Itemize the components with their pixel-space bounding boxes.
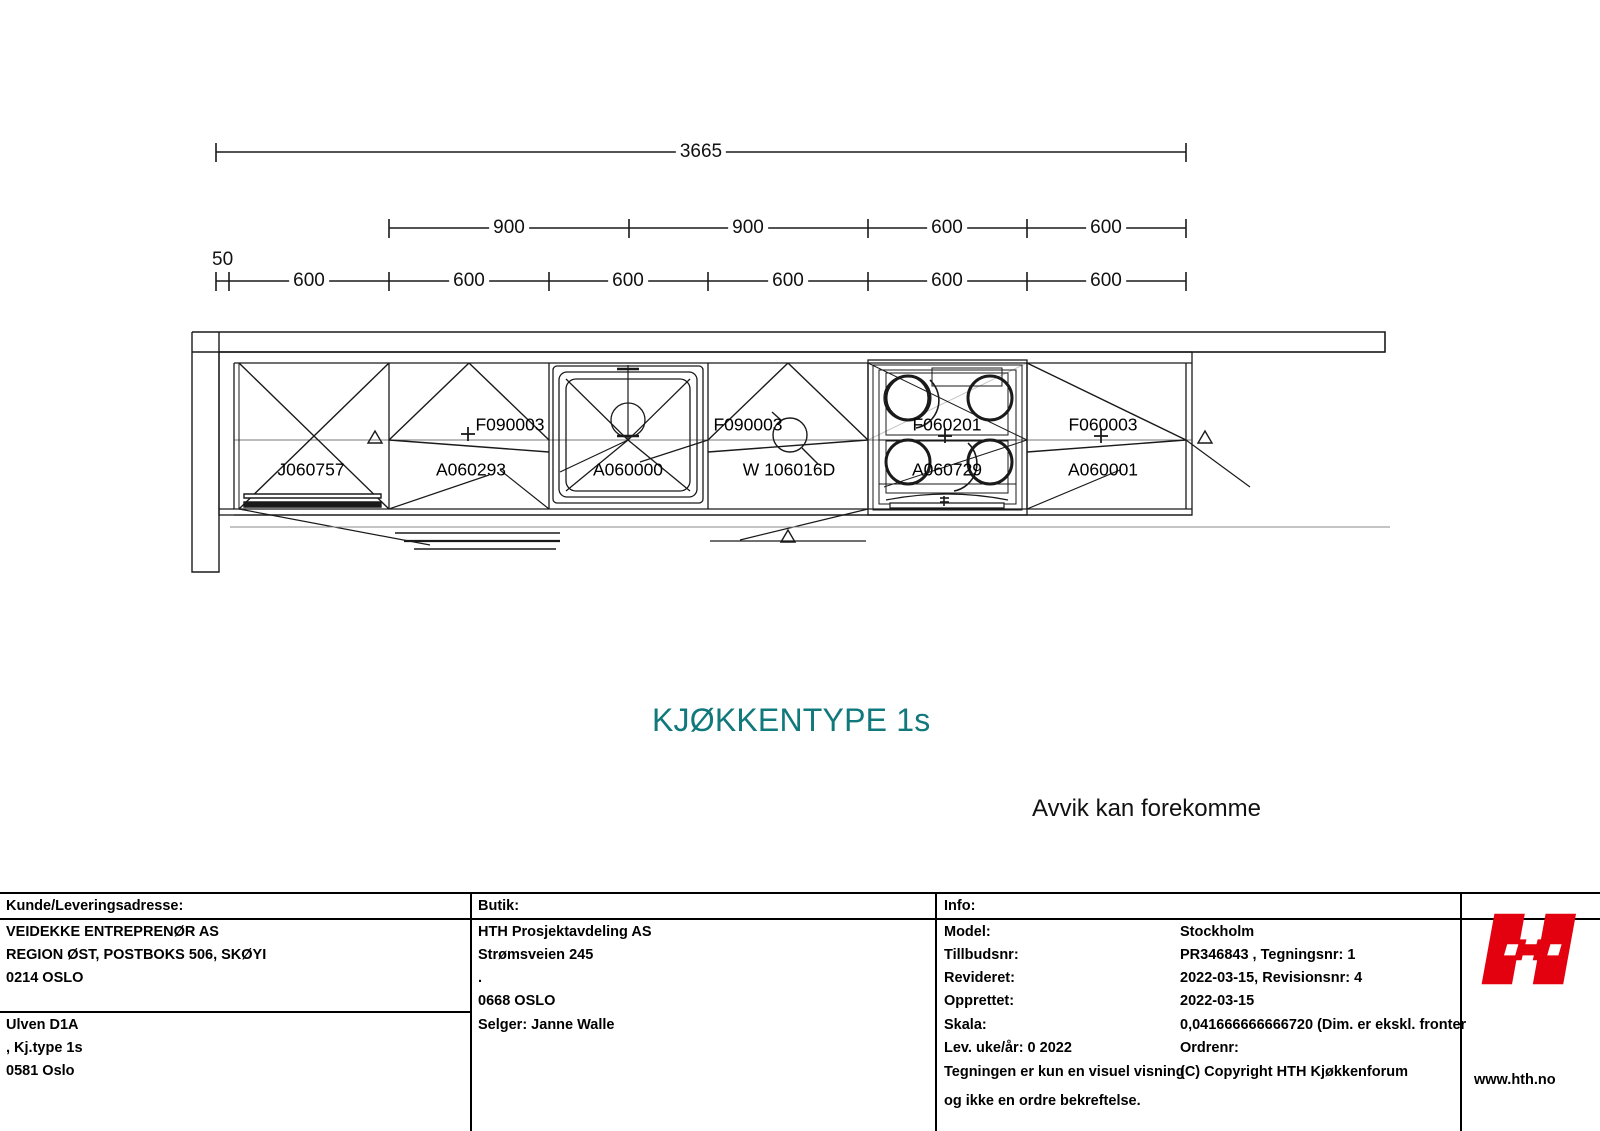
unit-a060293-symbol — [388, 362, 550, 453]
page-title: KJØKKENTYPE 1s — [652, 702, 931, 738]
info-value-4: 0,041666666666720 (Dim. er ekskl. fronte… — [1180, 1017, 1467, 1033]
customer-line-0: VEIDEKKE ENTREPRENØR AS — [6, 924, 219, 940]
part-label-front-4: F060201 — [912, 414, 982, 435]
info-label-3: Opprettet: — [944, 993, 1015, 1009]
info-label-6: Tegningen er kun en visuel visning — [944, 1064, 1185, 1080]
rule-header — [0, 918, 1460, 920]
divider-customer-shop — [470, 894, 472, 1131]
shop-seller: Selger: Janne Walle — [478, 1017, 615, 1033]
delivery-line-1: , Kj.type 1s — [6, 1040, 83, 1056]
customer-line-2: 0214 OSLO — [6, 970, 84, 986]
dim-label-lower-4: 600 — [927, 270, 967, 292]
unit-a060000-sink — [552, 365, 704, 504]
customer-line-1: REGION ØST, POSTBOKS 506, SKØYI — [6, 947, 267, 963]
info-label-2: Revideret: — [944, 970, 1015, 986]
leader-lines — [238, 439, 1251, 546]
shop-line-0: HTH Prosjektavdeling AS — [478, 924, 652, 940]
info-value-0: Stockholm — [1180, 924, 1255, 940]
info-value-1: PR346843 , Tegningsnr: 1 — [1180, 947, 1356, 963]
cabinet-run-body — [218, 351, 1193, 516]
disclaimer-note: Avvik kan forekomme — [1032, 795, 1261, 822]
logo-column: www.hth.no — [1462, 894, 1600, 1131]
shop-header: Butik: — [478, 898, 520, 914]
info-label-7: og ikke en ordre bekreftelse. — [944, 1093, 1141, 1109]
info-label-5: Lev. uke/år: 0 2022 — [944, 1040, 1072, 1056]
info-header: Info: — [944, 898, 976, 914]
part-label-body-3: W 106016D — [742, 459, 836, 480]
info-label-4: Skala: — [944, 1017, 987, 1033]
datum-triangles — [366, 429, 1214, 543]
dim-label-lower-2: 600 — [608, 270, 648, 292]
dim-label-upper-2: 600 — [927, 217, 967, 239]
dim-label-upper-0: 900 — [489, 217, 529, 239]
part-label-body-0: J060757 — [277, 459, 345, 480]
shop-line-3: 0668 OSLO — [478, 993, 556, 1009]
dim-label-total: 3665 — [675, 141, 727, 163]
info-value-6: (C) Copyright HTH Kjøkkenforum — [1180, 1064, 1408, 1080]
dim-label-lower-3: 600 — [768, 270, 808, 292]
info-value-2: 2022-03-15, Revisionsnr: 4 — [1180, 970, 1363, 986]
website-label: www.hth.no — [1474, 1072, 1556, 1088]
dim-label-lower-0: 600 — [289, 270, 329, 292]
info-value-3: 2022-03-15 — [1180, 993, 1255, 1009]
rule-logo-top — [1460, 918, 1600, 920]
dim-label-lower-5: 600 — [1086, 270, 1126, 292]
shop-line-1: Strømsveien 245 — [478, 947, 594, 963]
info-label-1: Tillbudsnr: — [944, 947, 1019, 963]
part-label-front-1: F090003 — [475, 414, 545, 435]
part-label-front-3: F090003 — [713, 414, 783, 435]
part-label-body-5: A060001 — [1067, 459, 1139, 480]
kitchen-elevation-drawing: 3665 900 900 600 600 50 600 600 600 600 … — [191, 141, 1390, 822]
dim-row-lower — [215, 272, 1187, 291]
title-block: Kunde/Leveringsadresse: VEIDEKKE ENTREPR… — [0, 892, 1600, 1131]
dim-label-upper-3: 600 — [1086, 217, 1126, 239]
elevation-svg — [191, 143, 1390, 573]
part-label-body-4: A060729 — [911, 459, 983, 480]
dim-label-50: 50 — [212, 249, 234, 270]
dim-label-upper-1: 900 — [728, 217, 768, 239]
unit-a060729-hob-oven — [867, 359, 1028, 516]
unit-w106016d-symbol — [707, 362, 869, 465]
floor-lines — [230, 526, 1390, 550]
part-label-front-5: F060003 — [1068, 414, 1138, 435]
part-label-body-1: A060293 — [435, 459, 507, 480]
hth-logo-icon — [1481, 913, 1576, 985]
part-label-body-2: A060000 — [592, 459, 664, 480]
front-plus-markers — [461, 427, 1108, 443]
rule-customer-split — [0, 1011, 470, 1013]
unit-j060757-symbol — [238, 362, 390, 510]
divider-info-logo — [1460, 894, 1462, 1131]
info-label-0: Model: — [944, 924, 991, 940]
customer-header: Kunde/Leveringsadresse: — [6, 898, 184, 914]
shop-line-2: . — [478, 970, 483, 986]
info-value-5: Ordrenr: — [1180, 1040, 1239, 1056]
delivery-line-2: 0581 Oslo — [6, 1063, 75, 1079]
dim-label-lower-1: 600 — [449, 270, 489, 292]
unit-a060001-symbol — [1026, 362, 1187, 453]
delivery-line-0: Ulven D1A — [6, 1017, 79, 1033]
divider-shop-info — [935, 894, 937, 1131]
